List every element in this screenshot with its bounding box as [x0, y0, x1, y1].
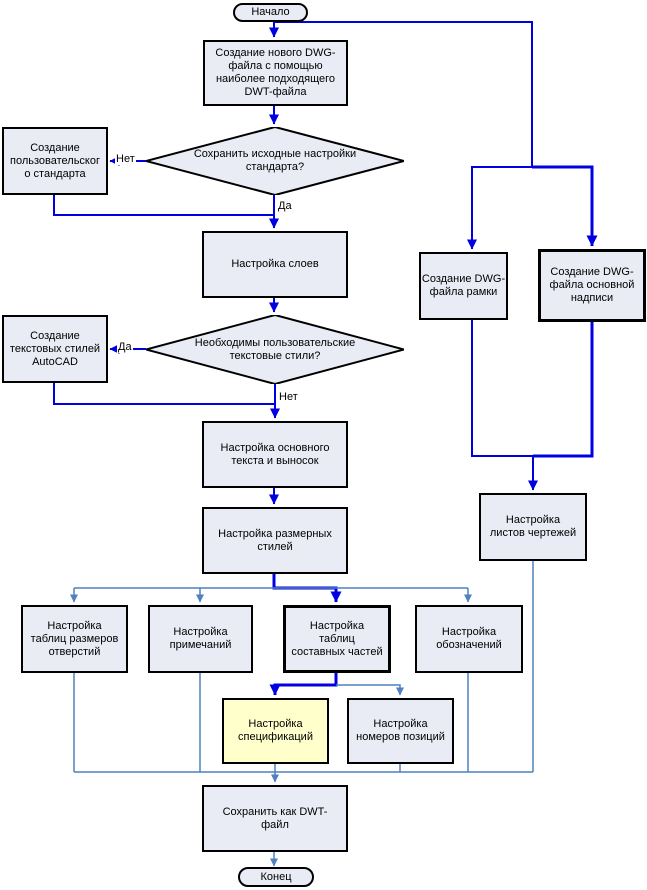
edge-branch-to-title-block: [532, 165, 598, 247]
node-parts-tables-setup-label: Настройка таблиц составных частей: [291, 619, 383, 658]
node-layer-setup-label: Настройка слоев: [231, 258, 319, 270]
edge-start-branch-right: [274, 21, 533, 167]
node-hole-tables-setup-label: Настройка таблиц размеров отверстий: [30, 619, 119, 658]
edge-title-block-down: [533, 321, 594, 458]
decision-keep-standard-settings: Сохранить исходные настройки стандарта?: [146, 127, 404, 195]
decision-custom-text-styles-label: Необходимы пользовательские текстовые ст…: [194, 336, 356, 362]
node-hole-tables-setup: Настройка таблиц размеров отверстий: [21, 605, 128, 673]
node-create-autocad-text-styles-label: Создание текстовых стилей AutoCAD: [9, 329, 101, 368]
edge-label-decision2-yes: Да: [117, 341, 133, 353]
node-create-title-block-dwg: Создание DWG- файла основной надписи: [538, 249, 646, 322]
node-sheets-setup: Настройка листов чертежей: [479, 493, 587, 561]
terminator-end: Конец: [238, 867, 314, 887]
edge-label-decision2-no: Нет: [279, 391, 298, 403]
node-item-numbers-setup-label: Настройка номеров позиций: [356, 718, 445, 743]
node-create-frame-dwg: Создание DWG- файла рамки: [419, 252, 508, 320]
terminator-end-label: Конец: [260, 870, 292, 883]
node-save-as-dwt-label: Сохранить как DWT- файл: [222, 805, 328, 831]
node-parts-tables-setup: Настройка таблиц составных частей: [283, 605, 391, 673]
diamond-shape: [146, 315, 404, 384]
node-notes-setup-label: Настройка примечаний: [169, 626, 232, 651]
edge-parts-to-item-numbers: [336, 684, 404, 696]
node-save-as-dwt: Сохранить как DWT- файл: [202, 785, 348, 852]
node-base-text-leaders-setup-label: Настройка основного текста и выносок: [220, 441, 330, 467]
node-create-autocad-text-styles: Создание текстовых стилей AutoCAD: [2, 315, 108, 383]
node-base-text-leaders-setup: Настройка основного текста и выносок: [202, 421, 348, 488]
terminator-start-label: Начало: [251, 6, 290, 18]
node-dimension-styles-setup-label: Настройка размерных стилей: [218, 527, 332, 553]
node-symbols-setup: Настройка обозначений: [415, 605, 523, 673]
node-create-custom-standard: Создание пользовательског о стандарта: [2, 127, 108, 195]
node-specifications-setup: Настройка спецификаций: [222, 698, 329, 764]
diamond-shape: [146, 127, 404, 195]
node-create-custom-standard-label: Создание пользовательског о стандарта: [10, 141, 100, 180]
node-create-dwg-file: Создание нового DWG- файла с помощью наи…: [203, 40, 348, 106]
edge-label-decision1-yes: Да: [278, 200, 292, 212]
edge-parts-to-specifications: [269, 673, 338, 696]
node-create-frame-dwg-label: Создание DWG- файла рамки: [421, 273, 506, 298]
edge-frame-down: [471, 320, 533, 457]
node-dimension-styles-setup: Настройка размерных стилей: [202, 507, 348, 574]
node-notes-setup: Настройка примечаний: [148, 605, 253, 673]
edge-custom-standard-return: [53, 194, 274, 216]
edge-branch-to-frame: [467, 166, 532, 250]
node-create-title-block-dwg-label: Создание DWG- файла основной надписи: [549, 266, 635, 304]
decision-custom-text-styles: Необходимы пользовательские текстовые ст…: [146, 315, 404, 384]
edge-label-decision1-no: Нет: [115, 153, 136, 165]
node-item-numbers-setup: Настройка номеров позиций: [347, 698, 454, 764]
node-create-dwg-file-label: Создание нового DWG- файла с помощью наи…: [215, 47, 336, 98]
terminator-start: Начало: [233, 3, 308, 22]
node-symbols-setup-label: Настройка обозначений: [436, 626, 502, 651]
node-layer-setup: Настройка слоев: [202, 231, 348, 298]
decision-keep-standard-settings-label: Сохранить исходные настройки стандарта?: [193, 148, 357, 173]
node-sheets-setup-label: Настройка листов чертежей: [489, 514, 577, 539]
node-specifications-setup-label: Настройка спецификаций: [238, 718, 313, 743]
edge-text-styles-return: [53, 382, 275, 405]
